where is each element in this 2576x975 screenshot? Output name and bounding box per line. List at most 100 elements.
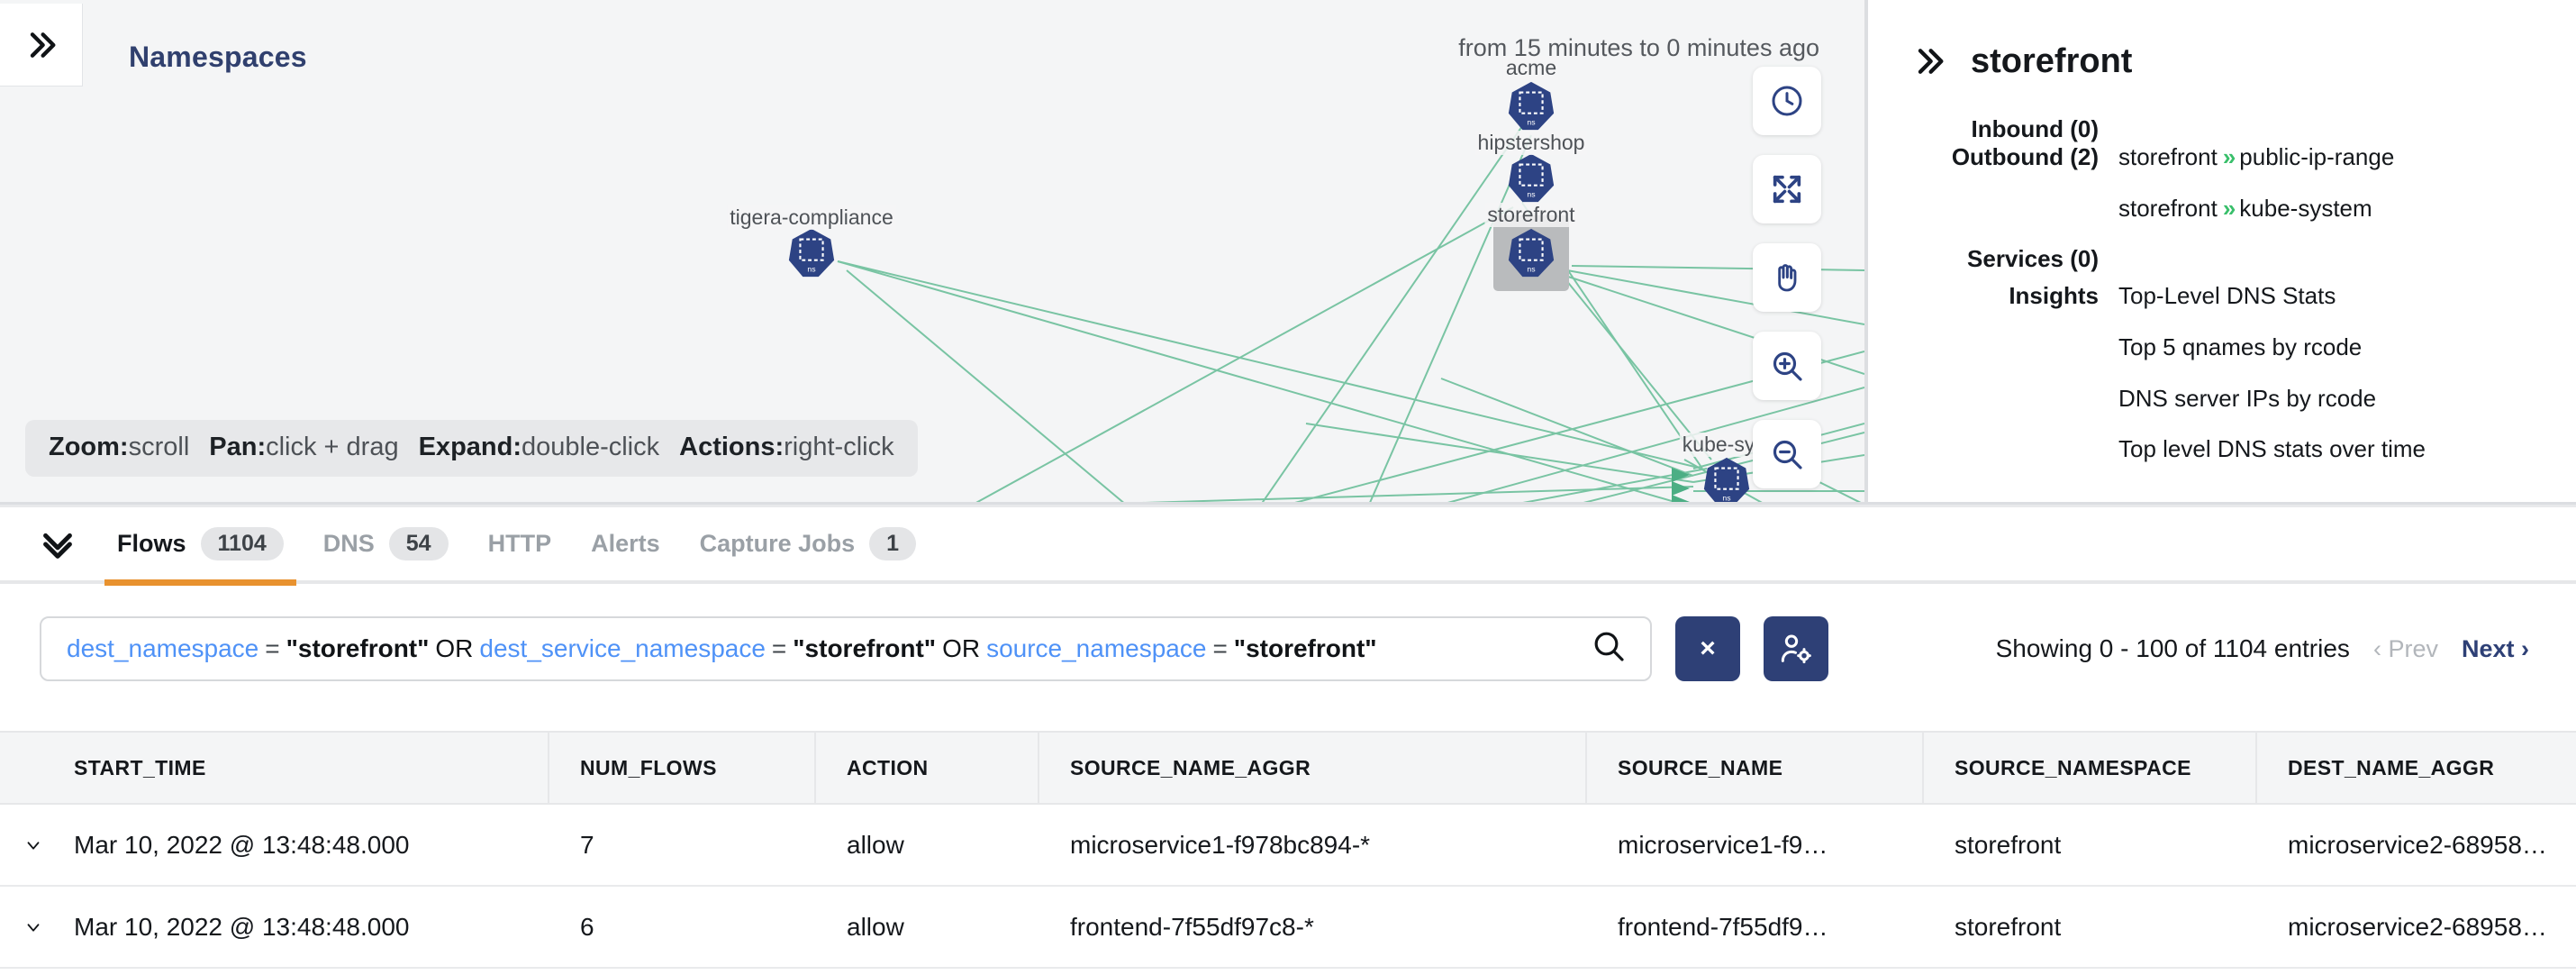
table-header-action[interactable]: ACTION — [816, 733, 1039, 803]
magnifier-plus-icon — [1773, 351, 1802, 381]
outbound-flow-item[interactable]: storefront»kube-system — [2118, 195, 2576, 246]
tab-http-label: HTTP — [487, 530, 552, 557]
tab-flows[interactable]: Flows 1104 — [97, 506, 304, 586]
page-title: Namespaces — [129, 41, 307, 73]
node-label-acme: acme — [1502, 56, 1560, 80]
pagination-next-button[interactable]: Next › — [2461, 634, 2529, 662]
query-field: dest_service_namespace — [479, 634, 766, 662]
flows-table: START_TIME NUM_FLOWS ACTION SOURCE_NAME_… — [0, 731, 2576, 969]
bottom-panel-collapse-button[interactable] — [32, 519, 83, 570]
search-submit-button[interactable] — [1591, 628, 1627, 670]
detail-panel-header: storefront — [1868, 0, 2576, 81]
table-header-source-name-aggr[interactable]: SOURCE_NAME_AGGR — [1039, 733, 1587, 803]
svg-text:ns: ns — [1527, 189, 1536, 198]
query-literal: "storefront" — [286, 634, 430, 662]
hint-expand-label: Expand: — [418, 433, 522, 461]
chevron-down-icon — [27, 841, 40, 850]
graph-node-tigera-compliance[interactable]: ns — [785, 227, 838, 279]
service-graph-pane[interactable]: Namespaces from 15 minutes to 0 minutes … — [0, 0, 1864, 505]
node-label-tigera-compliance: tigera-compliance — [727, 205, 896, 230]
hint-pan-value: click + drag — [266, 433, 399, 461]
svg-text:ns: ns — [1527, 117, 1536, 126]
tab-capture-jobs[interactable]: Capture Jobs 1 — [680, 506, 936, 582]
detail-label-inbound: Inbound (0) — [1971, 115, 2099, 142]
zoom-in-button[interactable] — [1753, 332, 1821, 400]
tab-dns-label: DNS — [322, 530, 375, 557]
row-expand-button[interactable] — [0, 832, 43, 859]
chevron-down-icon — [27, 923, 40, 932]
node-label-hipstershop: hipstershop — [1474, 131, 1588, 155]
namespace-node-icon: ns — [788, 228, 835, 278]
node-detail-panel: storefront Inbound (0) Outbound (2) stor… — [1864, 0, 2576, 505]
chevron-double-right-icon[interactable] — [1911, 41, 1947, 81]
time-range-button[interactable] — [1753, 67, 1821, 135]
tab-flows-badge: 1104 — [200, 527, 284, 560]
tab-alerts[interactable]: Alerts — [571, 506, 680, 582]
cell-num-flows: 6 — [580, 912, 594, 941]
zoom-out-button[interactable] — [1753, 420, 1821, 488]
hint-expand-value: double-click — [522, 433, 660, 461]
pagination-prev-button[interactable]: ‹ Prev — [2372, 634, 2438, 662]
cell-dest-name-aggr: microservice2-68958… — [2288, 912, 2547, 941]
clock-icon — [1772, 86, 1802, 116]
insight-item[interactable]: Top level DNS stats over time — [2118, 435, 2426, 463]
svg-text:ns: ns — [807, 264, 816, 273]
expand-arrows-icon — [1773, 175, 1801, 204]
hint-pan-label: Pan: — [209, 433, 267, 461]
hint-actions-label: Actions: — [679, 433, 785, 461]
detail-row-outbound: Outbound (2) storefront»public-ip-range … — [1868, 143, 2576, 245]
insight-item[interactable]: Top-Level DNS Stats — [2118, 282, 2336, 310]
graph-node-acme[interactable]: ns — [1505, 80, 1557, 132]
query-literal: "storefront" — [793, 634, 937, 662]
cell-start-time: Mar 10, 2022 @ 13:48:48.000 — [74, 830, 410, 859]
table-header-start-time[interactable]: START_TIME — [43, 733, 549, 803]
table-header-source-namespace[interactable]: SOURCE_NAMESPACE — [1924, 733, 2257, 803]
table-header-source-name[interactable]: SOURCE_NAME — [1587, 733, 1924, 803]
tab-flows-label: Flows — [117, 530, 186, 557]
namespace-node-icon: ns — [1703, 457, 1750, 502]
table-row[interactable]: Mar 10, 2022 @ 13:48:48.000 7 allow micr… — [0, 805, 2576, 887]
outbound-flow-item[interactable]: storefront»public-ip-range — [2118, 143, 2576, 195]
detail-panel-rows: Inbound (0) Outbound (2) storefront»publ… — [1868, 115, 2576, 487]
cell-source-name: microservice1-f9… — [1618, 830, 1828, 859]
detail-row-inbound: Inbound (0) — [1868, 115, 2576, 143]
svg-text:ns: ns — [1722, 493, 1731, 502]
insight-item[interactable]: Top 5 qnames by rcode — [2118, 333, 2363, 361]
graph-node-kube-system[interactable]: ns — [1701, 456, 1753, 502]
tab-http[interactable]: HTTP — [468, 506, 572, 582]
outbound-to: kube-system — [2239, 194, 2372, 222]
flow-arrow-icon: » — [2222, 143, 2236, 170]
sidebar-expand-button[interactable] — [0, 4, 83, 87]
tab-capture-jobs-label: Capture Jobs — [699, 530, 856, 557]
fit-to-screen-button[interactable] — [1753, 155, 1821, 223]
outbound-from: storefront — [2118, 143, 2218, 170]
table-header-row: START_TIME NUM_FLOWS ACTION SOURCE_NAME_… — [0, 731, 2576, 805]
clear-search-button[interactable]: × — [1675, 616, 1740, 681]
table-row[interactable]: Mar 10, 2022 @ 13:48:48.000 6 allow fron… — [0, 887, 2576, 969]
query-keyword: OR — [435, 634, 474, 662]
insight-item[interactable]: DNS server IPs by rcode — [2118, 384, 2377, 412]
graph-node-storefront[interactable]: ns — [1493, 215, 1569, 291]
pagination-summary: Showing 0 - 100 of 1104 entries — [1995, 634, 2350, 662]
cell-source-name: frontend-7f55df9… — [1618, 912, 1828, 941]
cell-source-name-aggr: microservice1-f978bc894-* — [1070, 830, 1371, 859]
tab-capture-jobs-badge: 1 — [869, 527, 917, 560]
query-literal: "storefront" — [1233, 634, 1377, 662]
query-field: dest_namespace — [67, 634, 259, 662]
table-header-expander — [0, 733, 43, 803]
table-header-dest-name-aggr[interactable]: DEST_NAME_AGGR — [2288, 755, 2495, 779]
row-expand-button[interactable] — [0, 914, 43, 941]
table-header-num-flows[interactable]: NUM_FLOWS — [549, 733, 816, 803]
query-operator: = — [265, 634, 280, 662]
tab-dns[interactable]: DNS 54 — [304, 506, 468, 582]
query-operator: = — [771, 634, 787, 662]
pagination-next-label: Next — [2461, 634, 2515, 662]
pan-mode-button[interactable] — [1753, 243, 1821, 312]
column-settings-button[interactable] — [1764, 616, 1828, 681]
hand-icon — [1778, 264, 1797, 292]
cell-dest-name-aggr: microservice2-68958… — [2288, 830, 2547, 859]
graph-node-hipstershop[interactable]: ns — [1505, 152, 1557, 205]
